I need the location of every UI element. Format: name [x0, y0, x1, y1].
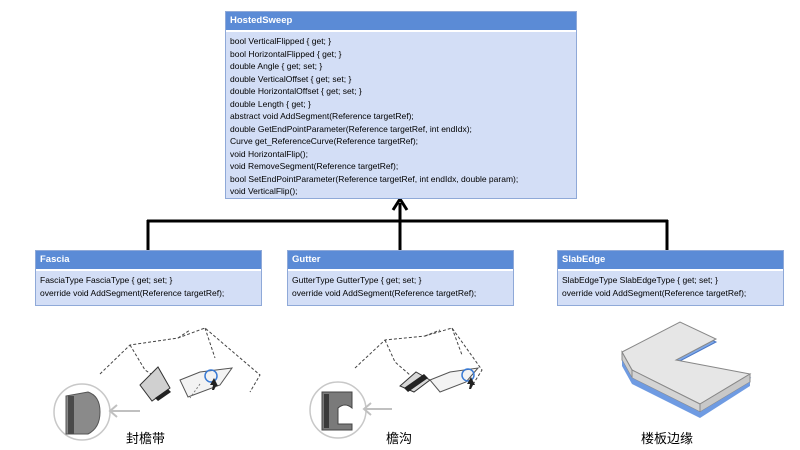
class-box-hostedsweep: HostedSweep bool VerticalFlipped { get; … [225, 11, 577, 199]
class-members-hostedsweep: bool VerticalFlipped { get; } bool Horiz… [226, 32, 576, 198]
caption-slabedge: 楼板边缘 [641, 432, 694, 447]
class-members-fascia: FasciaType FasciaType { get; set; } over… [36, 271, 261, 299]
class-members-slabedge: SlabEdgeType SlabEdgeType { get; set; } … [558, 271, 783, 299]
member: SlabEdgeType SlabEdgeType { get; set; } [562, 275, 718, 285]
member: bool HorizontalFlipped { get; } [230, 48, 342, 59]
member: override void AddSegment(Reference targe… [562, 287, 747, 298]
caption-fascia: 封檐带 [126, 432, 166, 447]
member: double Length { get; } [230, 98, 311, 109]
class-name-gutter: Gutter [288, 251, 513, 271]
member: bool VerticalFlipped { get; } [230, 36, 332, 46]
member: double Angle { get; set; } [230, 61, 323, 71]
class-box-slabedge: SlabEdge SlabEdgeType SlabEdgeType { get… [557, 250, 784, 306]
member: override void AddSegment(Reference targe… [292, 287, 477, 298]
caption-gutter: 檐沟 [386, 432, 413, 447]
member: void HorizontalFlip(); [230, 148, 308, 159]
member: GutterType GutterType { get; set; } [292, 275, 422, 285]
connector-arrowhead [391, 196, 409, 211]
member: double GetEndPointParameter(Reference ta… [230, 123, 472, 134]
class-members-gutter: GutterType GutterType { get; set; } over… [288, 271, 513, 299]
member: void RemoveSegment(Reference targetRef); [230, 161, 399, 171]
member: Curve get_ReferenceCurve(Reference targe… [230, 136, 419, 146]
member: FasciaType FasciaType { get; set; } [40, 275, 173, 285]
class-name-slabedge: SlabEdge [558, 251, 783, 271]
member: double VerticalOffset { get; set; } [230, 73, 352, 84]
class-box-fascia: Fascia FasciaType FasciaType { get; set;… [35, 250, 262, 306]
member: override void AddSegment(Reference targe… [40, 287, 225, 298]
class-name-fascia: Fascia [36, 251, 261, 271]
member: void VerticalFlip(); [230, 186, 298, 196]
member: double HorizontalOffset { get; set; } [230, 86, 362, 96]
member: bool SetEndPointParameter(Reference targ… [230, 173, 519, 184]
slabedge-illustration [621, 321, 752, 418]
class-name-hostedsweep: HostedSweep [226, 12, 576, 32]
fascia-illustration [53, 327, 261, 441]
class-box-gutter: Gutter GutterType GutterType { get; set;… [287, 250, 514, 306]
member: abstract void AddSegment(Reference targe… [230, 111, 414, 121]
gutter-illustration [309, 327, 483, 439]
